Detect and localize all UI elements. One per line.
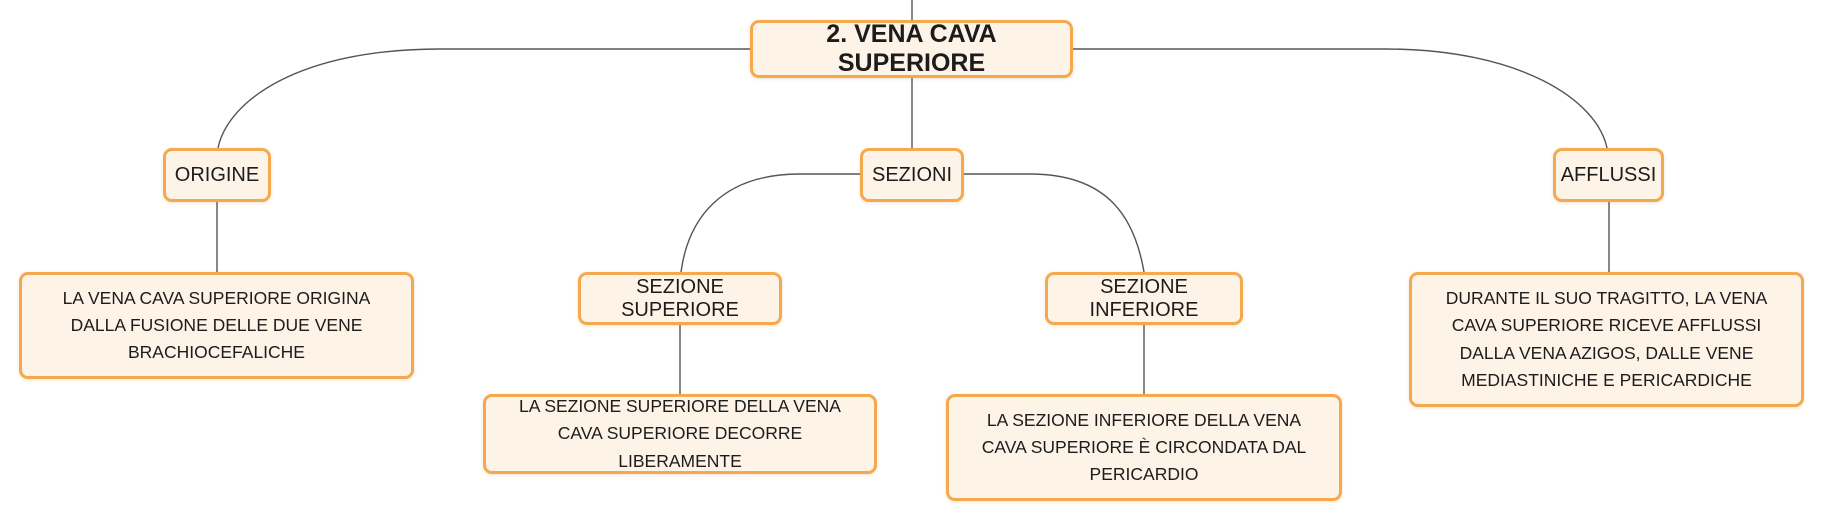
node-origine-detail-text: LA VENA CAVA SUPERIORE ORIGINA DALLA FUS… (62, 287, 371, 363)
node-afflussi[interactable]: AFFLUSSI (1553, 148, 1664, 202)
node-sezione-superiore[interactable]: SEZIONE SUPERIORE (578, 272, 782, 325)
node-origine[interactable]: ORIGINE (163, 148, 271, 202)
root-label: 2. VENA CAVA SUPERIORE (826, 20, 997, 77)
connector-root-afflussi (1073, 48, 1608, 149)
connector-sezioni-superiore (680, 173, 860, 273)
node-afflussi-detail-text: DURANTE IL SUO TRAGITTO, LA VENA CAVA SU… (1445, 288, 1768, 390)
node-origine-detail[interactable]: LA VENA CAVA SUPERIORE ORIGINA DALLA FUS… (19, 272, 414, 379)
node-sezione-inferiore-detail[interactable]: LA SEZIONE INFERIORE DELLA VENA CAVA SUP… (946, 394, 1342, 501)
node-sezione-inferiore-label: SEZIONE INFERIORE (1089, 275, 1199, 321)
node-sezione-superiore-detail-text: LA SEZIONE SUPERIORE DELLA VENA CAVA SUP… (519, 396, 841, 471)
root-node[interactable]: 2. VENA CAVA SUPERIORE (750, 20, 1073, 78)
node-sezioni[interactable]: SEZIONI (860, 148, 964, 202)
connector-root-origine (217, 48, 750, 149)
node-sezione-superiore-detail[interactable]: LA SEZIONE SUPERIORE DELLA VENA CAVA SUP… (483, 394, 877, 474)
node-sezioni-label: SEZIONI (871, 163, 952, 186)
node-origine-label: ORIGINE (174, 163, 260, 186)
node-sezione-inferiore-detail-text: LA SEZIONE INFERIORE DELLA VENA CAVA SUP… (981, 409, 1307, 485)
node-sezione-superiore-label: SEZIONE SUPERIORE (621, 275, 739, 321)
node-afflussi-detail[interactable]: DURANTE IL SUO TRAGITTO, LA VENA CAVA SU… (1409, 272, 1804, 407)
node-sezione-inferiore[interactable]: SEZIONE INFERIORE (1045, 272, 1243, 325)
connector-sezioni-inferiore (964, 173, 1145, 273)
node-afflussi-label: AFFLUSSI (1560, 163, 1657, 186)
